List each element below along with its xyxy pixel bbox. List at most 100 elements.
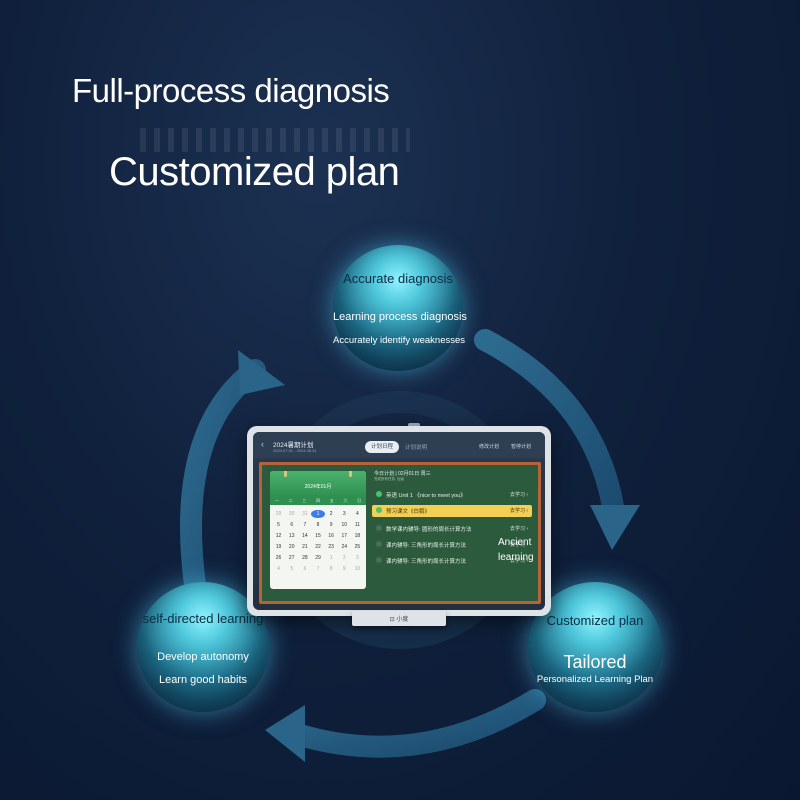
calendar-day[interactable]: 2: [342, 555, 346, 561]
calendar-day[interactable]: 31: [302, 511, 308, 517]
calendar-weekday: 二: [288, 498, 293, 503]
node-right-big: Tailored: [563, 652, 627, 672]
tablet-stand: ⊡ 小度: [352, 611, 446, 626]
calendar-day[interactable]: 26: [275, 555, 282, 561]
arrow-plan-to-learning: [289, 689, 546, 758]
calendar-day[interactable]: 12: [275, 533, 282, 539]
calendar-weekday: 日: [357, 498, 362, 503]
calendar-day[interactable]: 27: [288, 555, 295, 561]
calendar-day[interactable]: 25: [354, 544, 361, 550]
calendar-day[interactable]: 13: [288, 533, 295, 539]
arrow-head-right: [590, 505, 640, 550]
arrow-head-left: [238, 350, 285, 395]
calendar-day[interactable]: 14: [302, 533, 308, 539]
calendar-day[interactable]: 29: [275, 511, 282, 517]
calendar-day[interactable]: 5: [277, 522, 280, 528]
task-row[interactable]: 预习课文《白鹅》去学习 ›: [372, 505, 532, 517]
calendar-weekday: 三: [302, 498, 307, 503]
calendar-day[interactable]: 20: [288, 544, 295, 550]
tablet-camera: [408, 423, 420, 427]
pause-plan-button[interactable]: 暂停计划: [511, 444, 532, 450]
task-row[interactable]: 英语 Unit 1 《nice to meet you》去学习 ›: [372, 489, 532, 501]
go-study-button[interactable]: 去学习 ›: [509, 542, 528, 548]
calendar-ring: [284, 471, 287, 477]
heading-full-process: Full-process diagnosis: [72, 72, 390, 109]
node-right-title: Customized plan: [546, 613, 644, 628]
task-text: 课内辅导: 三角形的周长计算方法: [386, 559, 467, 565]
task-row[interactable]: 课内辅导: 三角形的周长计算方法 去学习 ›: [372, 555, 532, 567]
app-title: 2024暑期计划: [273, 442, 314, 449]
calendar-day[interactable]: 7: [316, 566, 320, 572]
calendar-day[interactable]: 24: [341, 544, 348, 550]
task-row[interactable]: 数学课内辅导: 圆形的周长计算方法去学习 ›: [372, 523, 532, 535]
calendar-day[interactable]: 19: [275, 544, 282, 550]
tablet-screen: ‹ 2024暑期计划 2024.07.01 - 2024.08.31 计划日程 …: [253, 432, 545, 610]
go-study-button[interactable]: 去学习 ›: [509, 526, 528, 532]
calendar-day[interactable]: 18: [354, 533, 361, 539]
calendar-day[interactable]: 4: [277, 566, 280, 572]
calendar-day[interactable]: 6: [290, 522, 294, 528]
task-row[interactable]: 课内辅导: 三角形的周长计算方法 去学习 ›: [372, 539, 532, 551]
calendar-ring: [349, 471, 352, 477]
calendar-day[interactable]: 9: [342, 566, 346, 572]
arrow-head-bottom: [265, 705, 305, 762]
calendar-weekday: 六: [343, 498, 348, 503]
task-text: 课内辅导: 三角形的周长计算方法: [386, 543, 467, 549]
calendar-day[interactable]: 15: [315, 533, 321, 539]
check-circle-icon[interactable]: [376, 507, 382, 513]
calendar-day[interactable]: 11: [354, 522, 361, 528]
go-study-button[interactable]: 去学习 ›: [509, 508, 528, 514]
calendar-day[interactable]: 10: [354, 566, 361, 572]
calendar-day[interactable]: 4: [356, 511, 359, 517]
empty-circle-icon[interactable]: [376, 541, 382, 547]
arrow-learning-to-diagnosis: [180, 359, 266, 596]
calendar-day[interactable]: 2: [329, 511, 333, 517]
calendar-day[interactable]: 6: [303, 566, 307, 572]
tablet-device: ‹ 2024暑期计划 2024.07.01 - 2024.08.31 计划日程 …: [247, 426, 551, 616]
calendar-weekdays: 一二三四五六日: [270, 497, 366, 505]
calendar-day[interactable]: 8: [316, 522, 320, 528]
edit-plan-button[interactable]: 修改计划: [479, 444, 500, 450]
node-left-line2: Learn good habits: [158, 674, 248, 686]
plan-date: 今日计划 | 02月01日 周三: [374, 471, 431, 477]
go-study-button[interactable]: 去学习 ›: [509, 492, 528, 498]
calendar-day[interactable]: 10: [341, 522, 348, 528]
calendar-day[interactable]: 8: [329, 566, 333, 572]
empty-circle-icon[interactable]: [376, 557, 382, 563]
calendar-day[interactable]: 22: [315, 544, 321, 550]
calendar-day[interactable]: 30: [288, 511, 295, 517]
faded-text-decoration: [140, 128, 410, 152]
heading-customized-plan: Customized plan: [109, 150, 400, 194]
app-subtitle: 2024.07.01 - 2024.08.31: [273, 448, 317, 453]
overlay-text-learning: learning: [498, 552, 534, 563]
calendar-day[interactable]: 1: [311, 510, 325, 518]
calendar-day[interactable]: 28: [302, 555, 308, 561]
tab-plan-description[interactable]: 计划说明: [405, 445, 428, 451]
plan-note: 完成所有任务, 加油: [374, 477, 404, 481]
calendar-header: 2024年01月: [270, 471, 366, 497]
calendar-day[interactable]: 7: [303, 522, 307, 528]
calendar-day[interactable]: 17: [341, 533, 348, 539]
calendar-day[interactable]: 3: [356, 555, 359, 561]
calendar-day[interactable]: 9: [329, 522, 333, 528]
node-top-line2: Accurately identify weaknesses: [333, 335, 466, 346]
app-header: ‹ 2024暑期计划 2024.07.01 - 2024.08.31 计划日程 …: [253, 432, 545, 458]
chevron-left-icon[interactable]: ‹: [261, 439, 264, 449]
calendar-day[interactable]: 29: [315, 555, 321, 561]
node-top-title: Accurate diagnosis: [343, 271, 453, 286]
calendar-day[interactable]: 1: [329, 555, 333, 561]
check-circle-icon[interactable]: [376, 491, 382, 497]
go-study-button[interactable]: 去学习 ›: [509, 558, 528, 564]
calendar-day[interactable]: 16: [328, 533, 334, 539]
calendar-day[interactable]: 5: [290, 566, 294, 572]
calendar-weekday: 四: [316, 498, 321, 503]
tab-plan-schedule[interactable]: 计划日程: [365, 441, 399, 453]
calendar-day[interactable]: 3: [342, 511, 346, 517]
calendar-day[interactable]: 23: [328, 544, 334, 550]
empty-circle-icon[interactable]: [376, 525, 382, 531]
calendar-day[interactable]: 21: [302, 544, 308, 550]
